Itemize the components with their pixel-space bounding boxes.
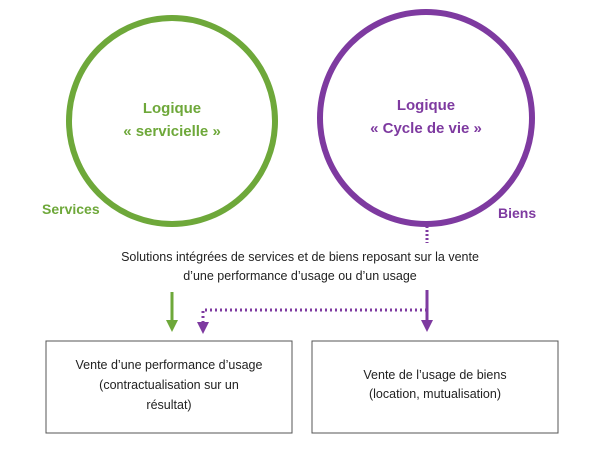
usage-biens-box xyxy=(311,340,559,434)
center-description-line2: d’une performance d’usage ou d’un usage xyxy=(183,269,417,283)
biens-label: Biens xyxy=(498,205,536,221)
services-label: Services xyxy=(42,201,100,217)
servicielle-circle-subtitle: « servicielle » xyxy=(123,123,221,140)
cycle-de-vie-circle-subtitle: « Cycle de vie » xyxy=(370,120,482,137)
usage-biens-box-line2: (location, mutualisation) xyxy=(369,387,501,401)
performance-usage-box xyxy=(45,340,293,434)
biens-dotted-connector xyxy=(197,308,427,334)
usage-biens-box-line1: Vente de l’usage de biens xyxy=(363,368,506,382)
servicielle-circle xyxy=(66,15,278,227)
center-description-line1: Solutions intégrées de services et de bi… xyxy=(121,250,479,264)
performance-usage-box-line2: (contractualisation sur un xyxy=(99,378,239,392)
cycle-de-vie-circle xyxy=(317,9,535,227)
performance-usage-box-line3: résultat) xyxy=(146,398,191,412)
cycle-de-vie-circle-title: Logique xyxy=(397,97,455,114)
servicielle-circle-title: Logique xyxy=(143,100,201,117)
performance-usage-box-line1: Vente d’une performance d’usage xyxy=(76,358,263,372)
